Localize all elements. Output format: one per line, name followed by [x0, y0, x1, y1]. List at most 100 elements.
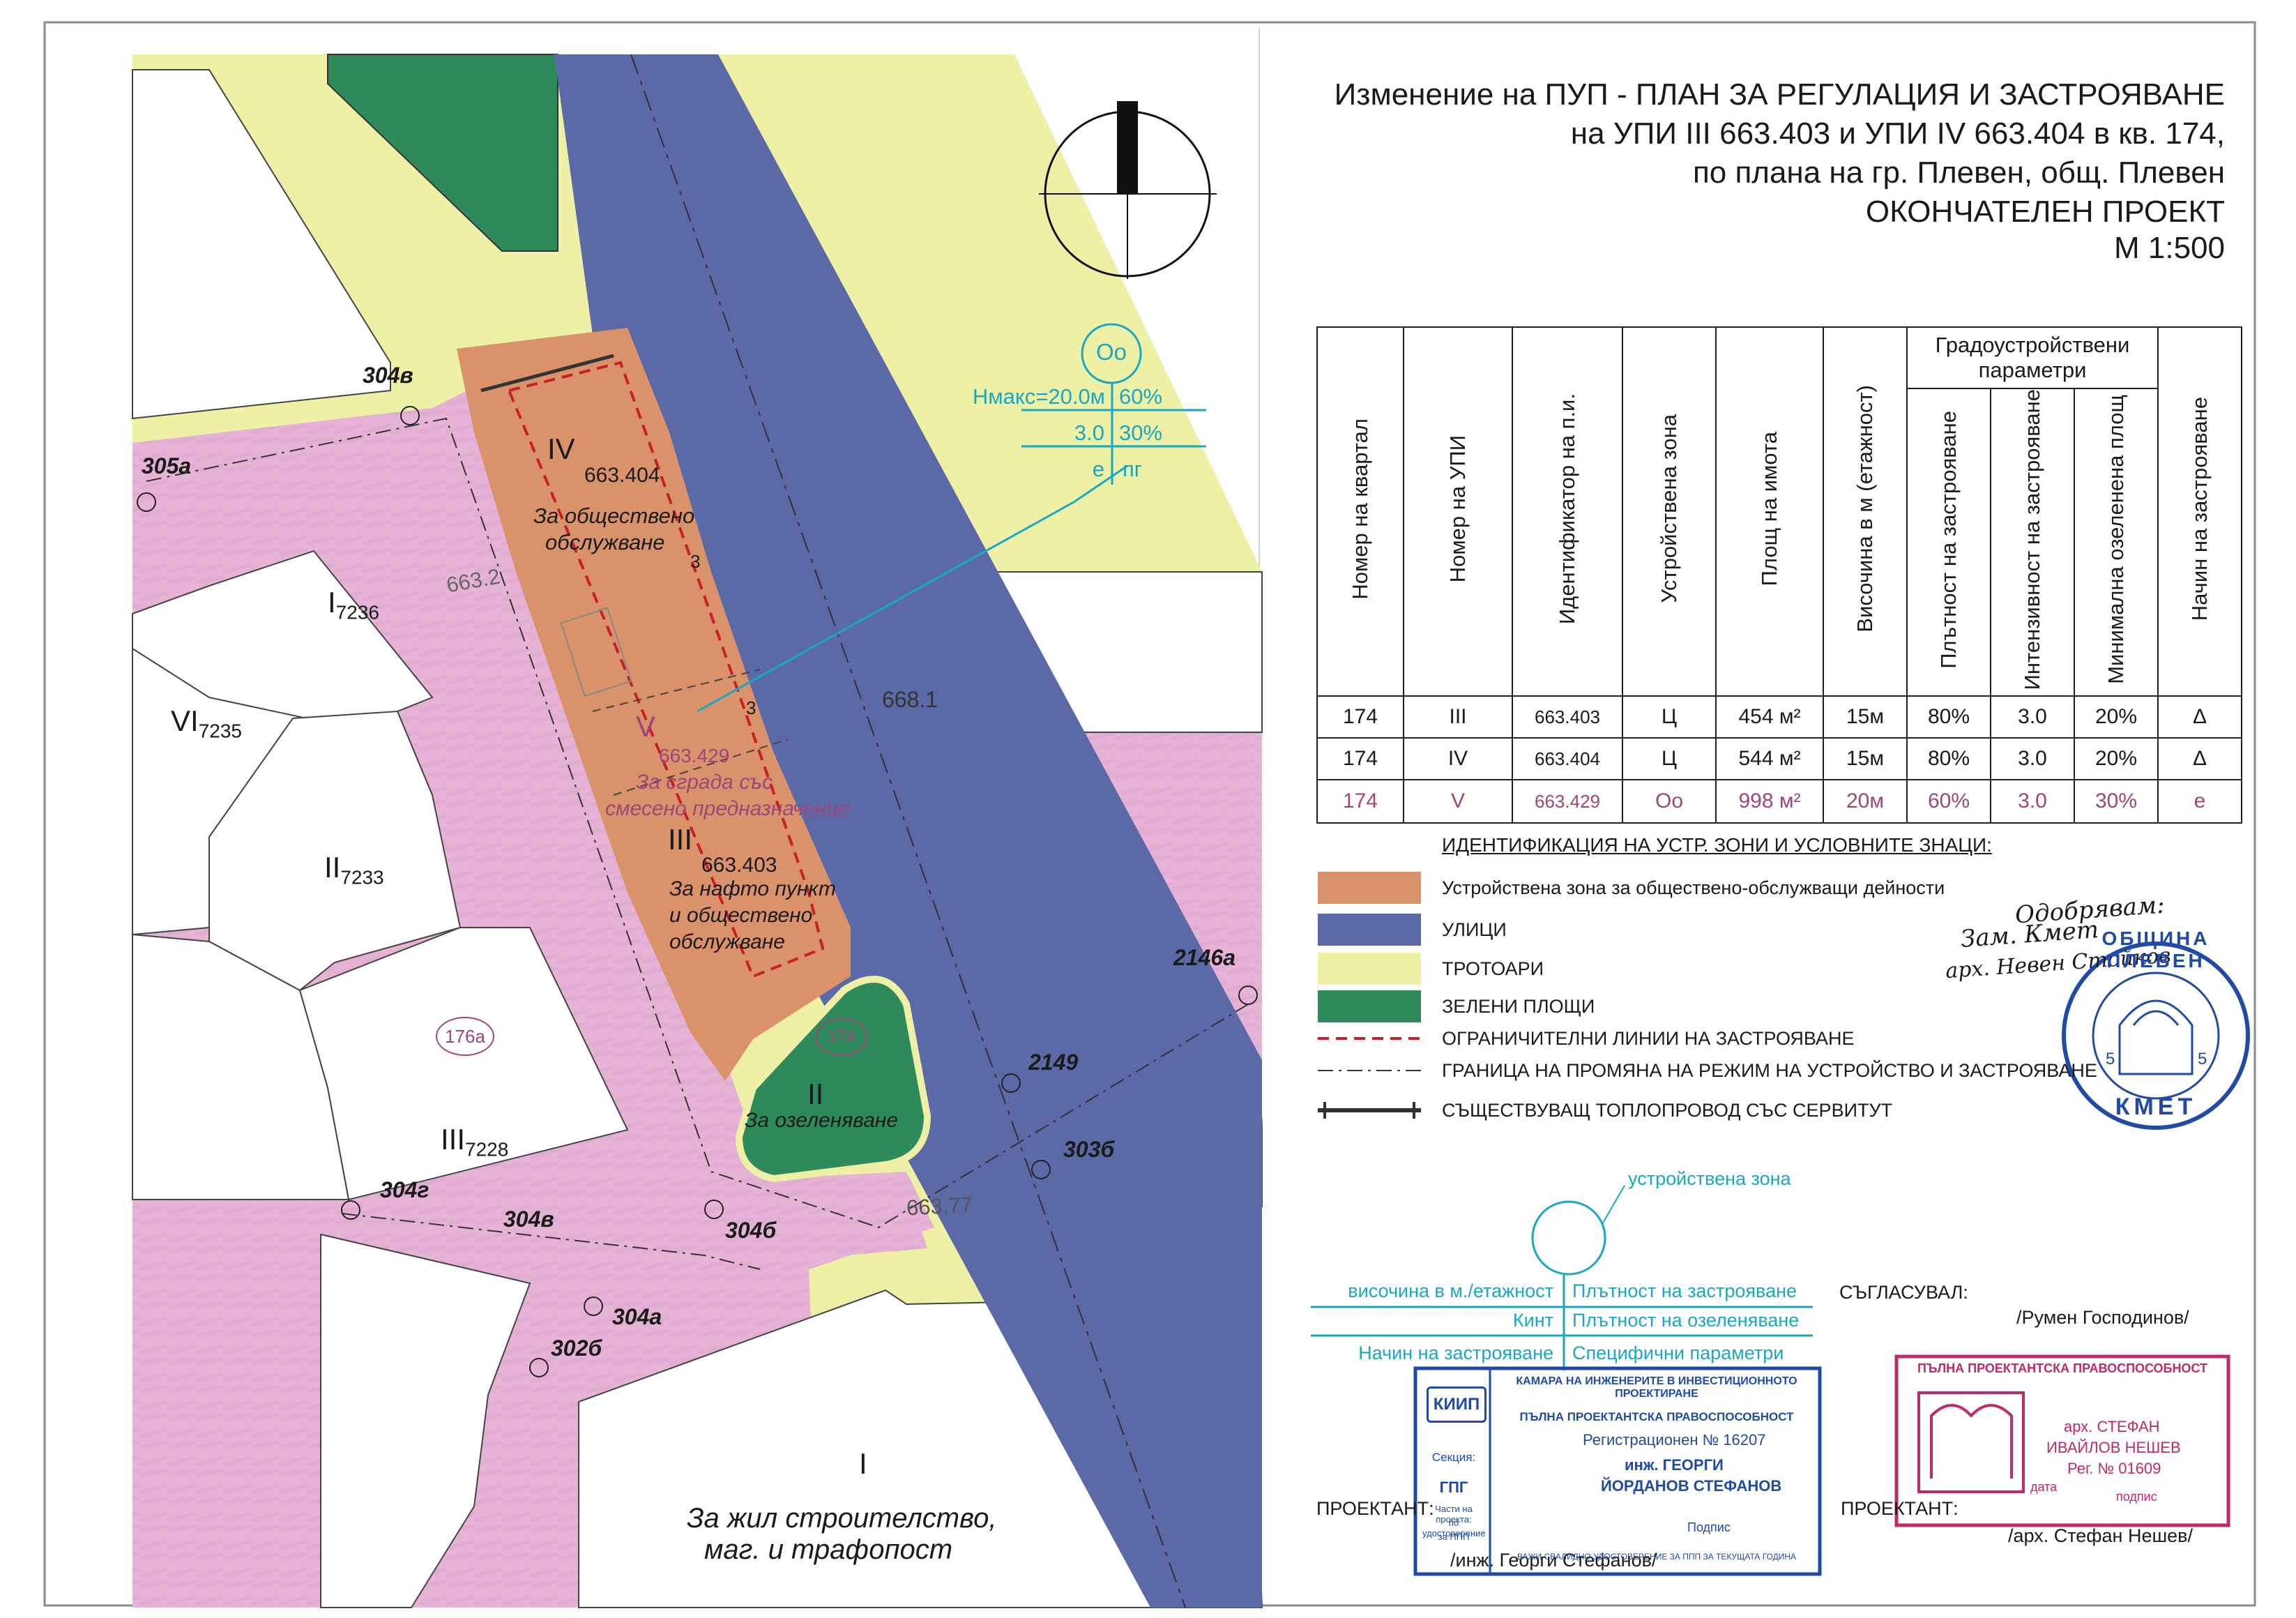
kiip-valid: ВАЖИ СВАЛИДНО УДОСТОВЕРЕНИЕ ЗА ППП ЗА ТЕ…: [1516, 1552, 1797, 1562]
zone-box-specific: пг: [1123, 457, 1143, 481]
title-line-2: на УПИ III 663.403 и УПИ IV 663.404 в кв…: [1570, 116, 2225, 151]
arch-stamp-sign: подпис: [2116, 1490, 2157, 1504]
designer-2-label: ПРОЕКТАНТ:: [1841, 1498, 1959, 1519]
kiip-name-1: инж. ГЕОРГИ: [1625, 1456, 1724, 1474]
legend-label-green: ЗЕЛЕНИ ПЛОЩИ: [1442, 996, 1595, 1017]
point-304a: 304а: [612, 1304, 662, 1329]
neighbour-7233: II7233: [324, 851, 384, 889]
regulation-change-border-2: [341, 1213, 761, 1270]
pink-street-zone: [342, 1186, 927, 1283]
plot-v-num: V: [636, 710, 656, 743]
point-303b: 303б: [1063, 1137, 1115, 1162]
plot-white-top-left: [132, 69, 391, 420]
legend-swatch-streets: [1318, 914, 1421, 946]
zone-box-code: Оо: [1095, 339, 1127, 365]
block-174-badge: 174: [816, 1018, 867, 1056]
plot-iv-num: IV: [547, 432, 575, 465]
kiip-parts-2: по удостоверение: [1422, 1518, 1486, 1538]
existing-building: [560, 607, 632, 697]
zone-key-zone: устройствена зона: [1628, 1168, 1791, 1189]
title-line-5: М 1:500: [2114, 231, 2225, 265]
title-line-4: ОКОНЧАТЕЛЕН ПРОЕКТ: [1865, 195, 2225, 229]
legend-swatch-green: [1318, 990, 1421, 1022]
agreed-name: /Румен Господинов/: [2016, 1307, 2189, 1328]
kiip-stamp-frame: [1413, 1366, 1822, 1576]
point-304g: 304г: [380, 1177, 429, 1202]
plot-iii-purpose3: обслужване: [669, 930, 785, 953]
table-row: 174 III 663.403 Ц 454 м² 15м 80% 3.0 20%…: [1316, 695, 2242, 739]
survey-points: [137, 406, 1258, 1377]
plot-boundary-iv-v: [592, 669, 761, 712]
block-176a-badge: 176а: [436, 1017, 494, 1056]
designer-1-name: /инж. Георги Стефанов/: [1450, 1550, 1657, 1571]
title-line-1: Изменение на ПУП - ПЛАН ЗА РЕГУЛАЦИЯ И З…: [1334, 77, 2225, 112]
green-plot-ii: [735, 976, 932, 1183]
th-height: Височина в м (етажност): [1853, 385, 1877, 633]
plot-ii-purpose: За озеленяване: [745, 1109, 899, 1132]
plot-boundary-v-iii: [613, 739, 789, 796]
plot-iii-num: III: [668, 823, 693, 856]
plot-iii-purpose1: За нафто пункт: [669, 877, 836, 900]
point-305a: 305а: [142, 453, 192, 478]
kiip-reg: Регистрационен № 16207: [1583, 1431, 1766, 1449]
legend-label-border: ГРАНИЦА НА ПРОМЯНА НА РЕЖИМ НА УСТРОЙСТВ…: [1442, 1060, 2097, 1081]
arch-stamp-date: дата: [2030, 1480, 2058, 1494]
legend-label-sidewalks: ТРОТОАРИ: [1442, 958, 1544, 979]
neighbour-7236: I7236: [328, 586, 379, 623]
plot-v-id: 663.429: [659, 745, 730, 766]
heating-pipe: [480, 354, 614, 393]
municipal-seal: [2062, 942, 2250, 1130]
plot-v-purpose2: смесено предназначение: [605, 797, 851, 820]
zone-key-specific: Специфични параметри: [1572, 1343, 1784, 1363]
legend-label-limit: ОГРАНИЧИТЕЛНИ ЛИНИИ НА ЗАСТРОЯВАНЕ: [1442, 1028, 1855, 1049]
legend-label-public: Устройствена зона за обществено-обслужва…: [1442, 877, 1945, 898]
plot-lower-left: [320, 1233, 531, 1608]
point-2149: 2149: [1028, 1050, 1079, 1075]
legend-label-pipe: СЪЩЕСТВУВАЩ ТОПЛОПРОВОД СЪС СЕРВИТУТ: [1442, 1100, 1893, 1121]
kiip-line-1: КАМАРА НА ИНЖЕНЕРИТЕ В ИНВЕСТИЦИОННОТО П…: [1516, 1375, 1797, 1400]
point-302b: 302б: [551, 1336, 602, 1361]
north-arrow-needle: [1117, 101, 1138, 194]
orange-plots: [457, 328, 851, 1081]
legend-swatch-public: [1318, 872, 1421, 904]
plot-iv-id: 663.404: [584, 464, 660, 487]
plot-block-176a: [132, 933, 350, 1200]
th-zone: Устройствена зона: [1657, 414, 1681, 604]
arch-stamp-reg: Рег. № 01609: [2067, 1460, 2161, 1477]
point-2146a: 2146а: [1173, 945, 1236, 970]
kiip-logo: КИИП: [1427, 1386, 1487, 1423]
seal-building-icon: [2118, 999, 2194, 1075]
plot-v-purpose1: За сграда със: [636, 771, 773, 794]
plot-i-purpose1: За жил строителство,: [687, 1503, 997, 1534]
zone-box-mode: е: [1092, 457, 1104, 481]
zone-box-green: 30%: [1119, 421, 1163, 445]
point-304v-top: 304в: [363, 363, 413, 388]
zone-box-leader: [697, 464, 1128, 713]
seal-number-2: 5: [2198, 1050, 2207, 1068]
arch-stamp-name-2: ИВАЙЛОВ НЕШЕВ: [2046, 1439, 2181, 1456]
title-line-3: по плана на гр. Плевен, общ. Плевен: [1692, 156, 2225, 190]
agreed-label: СЪГЛАСУВАЛ:: [1839, 1282, 1968, 1303]
zone-key-green: Плътност на озеленяване: [1572, 1310, 1800, 1331]
th-upi: Номер на УПИ: [1445, 435, 1470, 583]
arch-stamp-title: ПЪЛНА ПРОЕКТАНТСКА ПРАВОСПОСОБНОСТ: [1917, 1361, 2208, 1375]
table-row: 174 V 663.429 Оо 998 м² 20м 60% 3.0 30% …: [1316, 779, 2242, 824]
plot-i-purpose2: маг. и трафопост: [704, 1534, 953, 1565]
table-row: 174 IV 663.404 Ц 544 м² 15м 80% 3.0 20% …: [1316, 737, 2242, 781]
regulation-change-border: [146, 417, 1249, 1229]
zone-key-mode: Начин на застрояване: [1358, 1343, 1553, 1363]
legend-heading: ИДЕНТИФИКАЦИЯ НА УСТР. ЗОНИ И УСЛОВНИТЕ …: [1442, 834, 1992, 856]
th-mode: Начин на застрояване: [2187, 397, 2212, 621]
th-identifier: Идентификатор на п.и.: [1555, 393, 1579, 625]
neighbour-7228: III7228: [441, 1123, 509, 1160]
zone-box-kint: 3.0: [1074, 421, 1104, 445]
parameters-table: Номер на квартал Номер на УПИ Идентифика…: [1316, 326, 2242, 824]
plot-iv-purpose2: обслужване: [545, 530, 665, 554]
kiip-parts-1: Части на проекта:: [1435, 1504, 1473, 1525]
seal-bottom-text: КМЕТ: [2115, 1094, 2197, 1120]
kiip-section: ГПГ: [1439, 1479, 1468, 1496]
arch-stamp-logo: [1917, 1391, 2025, 1493]
street-668-1: 668.1: [882, 687, 938, 712]
